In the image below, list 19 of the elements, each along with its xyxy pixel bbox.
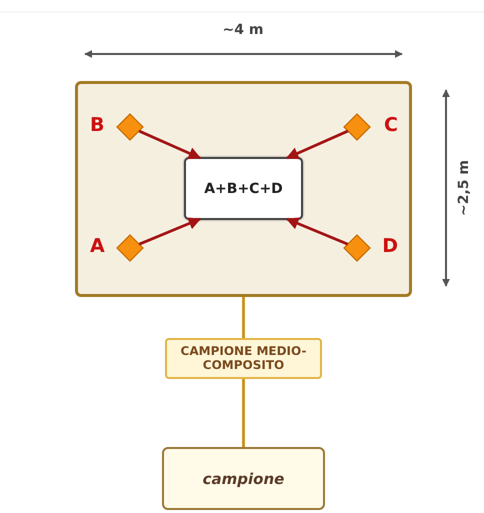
point-letter: A — [90, 237, 105, 256]
mix-box — [184, 157, 303, 220]
sample-label: campione — [202, 470, 284, 488]
point-letter: C — [384, 116, 398, 135]
point-letter: B — [90, 116, 104, 135]
arrow — [138, 218, 202, 246]
mix-label: A+B+C+D — [204, 180, 283, 196]
arrow — [286, 218, 348, 246]
dimension-label: ~4 m — [222, 22, 264, 38]
connector-line — [242, 379, 245, 447]
point-letter: D — [382, 237, 398, 256]
connector-line — [242, 297, 245, 338]
composite-box — [165, 338, 322, 379]
field-area — [75, 81, 412, 297]
arrow — [138, 130, 202, 160]
dimension-label: ~2,5 m — [456, 160, 472, 216]
composite-sample-label: CAMPIONE MEDIO-COMPOSITO — [180, 344, 308, 372]
sample-box — [162, 447, 325, 510]
arrow — [286, 130, 348, 160]
